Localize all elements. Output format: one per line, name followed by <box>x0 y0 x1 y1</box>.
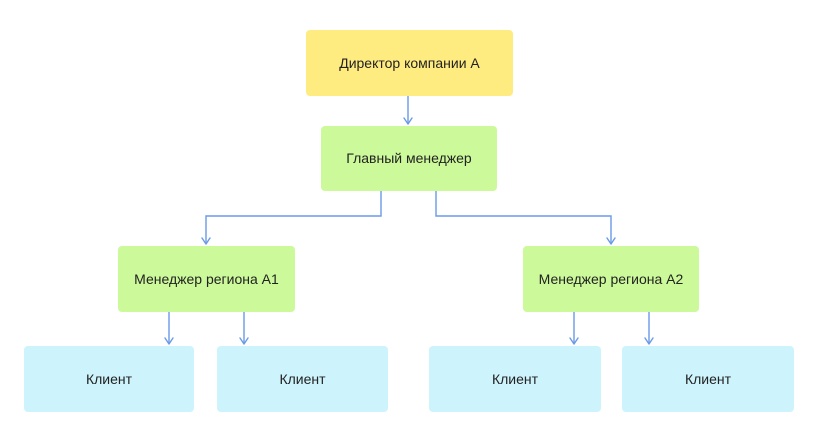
arrowhead <box>201 237 211 245</box>
node-client-3: Клиент <box>429 346 601 412</box>
node-main-manager: Главный менеджер <box>321 126 497 191</box>
node-client-2-label: Клиент <box>279 370 326 387</box>
node-region-manager-a2: Менеджер региона А2 <box>523 246 699 312</box>
node-region-manager-a1-label: Менеджер региона А1 <box>134 270 279 287</box>
arrowhead <box>403 117 413 125</box>
node-director-label: Директор компании А <box>339 54 480 71</box>
node-region-manager-a2-label: Менеджер региона А2 <box>538 270 684 287</box>
node-client-4: Клиент <box>622 346 794 412</box>
edge-main-to-region-1 <box>205 191 382 244</box>
node-client-1: Клиент <box>24 346 194 412</box>
arrowhead <box>239 337 249 345</box>
edge-main-to-region-2 <box>435 191 612 244</box>
node-main-manager-label: Главный менеджер <box>346 150 472 167</box>
arrowhead <box>569 337 579 345</box>
node-client-2: Клиент <box>217 346 388 412</box>
arrowhead <box>164 337 174 345</box>
node-client-4-label: Клиент <box>684 370 732 387</box>
arrowhead <box>644 337 654 345</box>
arrowhead <box>606 237 616 245</box>
node-client-3-label: Клиент <box>491 370 539 387</box>
node-director: Директор компании А <box>306 30 513 96</box>
node-client-1-label: Клиент <box>85 370 133 387</box>
node-region-manager-a1: Менеджер региона А1 <box>118 246 295 312</box>
